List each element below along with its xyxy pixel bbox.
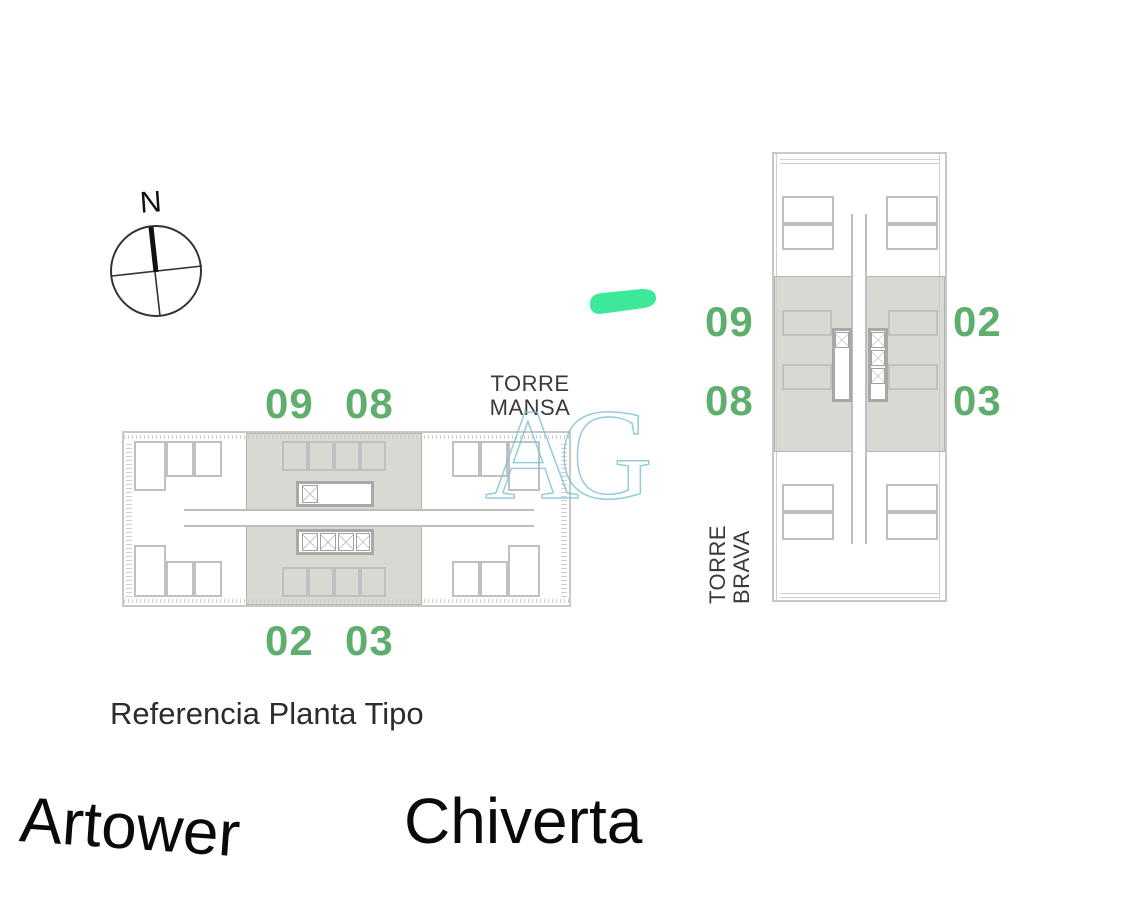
balcony-bottom <box>780 590 939 598</box>
elevator-icon <box>338 533 354 551</box>
room <box>360 441 386 471</box>
room <box>782 196 834 224</box>
room <box>360 567 386 597</box>
torre-brava-label-line1: TORRE <box>705 524 730 604</box>
elevator-icon <box>871 368 885 384</box>
room <box>308 567 334 597</box>
torre-mansa-label: TORRE MANSA <box>480 372 580 420</box>
elevator-icon <box>835 332 849 348</box>
room <box>308 441 334 471</box>
brand-chiverta: Chiverta <box>404 785 643 857</box>
room <box>508 441 540 491</box>
elevator-icon <box>302 533 318 551</box>
room <box>888 310 938 336</box>
brava-unit-02[interactable]: 02 <box>953 298 1002 345</box>
room <box>282 441 308 471</box>
elevator-icon <box>871 332 885 348</box>
balcony-top <box>780 156 939 164</box>
torre-brava-label-line2: BRAVA <box>729 530 754 604</box>
room <box>166 441 194 477</box>
torre-mansa-label-line2: MANSA <box>489 395 571 420</box>
torre-mansa-label-line1: TORRE <box>490 371 570 396</box>
room <box>782 224 834 250</box>
mansa-unit-09[interactable]: 09 <box>265 380 314 427</box>
room <box>886 196 938 224</box>
mansa-unit-08[interactable]: 08 <box>345 380 394 427</box>
room <box>782 310 832 336</box>
elevator-icon <box>302 485 318 503</box>
torre-mansa-floor-plan <box>122 431 571 607</box>
mansa-unit-03[interactable]: 03 <box>345 617 394 664</box>
room <box>452 441 480 477</box>
room <box>334 567 360 597</box>
room <box>480 441 508 477</box>
room <box>452 561 480 597</box>
balcony-right <box>561 441 567 597</box>
torre-brava-label: TORRE BRAVA <box>705 514 754 604</box>
room <box>282 567 308 597</box>
corridor <box>184 509 534 527</box>
room <box>194 441 222 477</box>
elevator-icon <box>356 533 370 551</box>
compass-north-label: N <box>138 185 163 220</box>
highlight-marker-icon <box>590 289 656 314</box>
room <box>886 484 938 512</box>
room <box>134 441 166 491</box>
room <box>334 441 360 471</box>
compass: N <box>108 185 208 321</box>
brava-unit-09[interactable]: 09 <box>705 298 754 345</box>
room <box>886 224 938 250</box>
room <box>782 512 834 540</box>
brava-unit-03[interactable]: 03 <box>953 377 1002 424</box>
corridor <box>851 214 867 544</box>
brava-unit-08[interactable]: 08 <box>705 377 754 424</box>
room <box>166 561 194 597</box>
elevator-icon <box>871 350 885 366</box>
room <box>194 561 222 597</box>
room <box>886 512 938 540</box>
compass-north-icon <box>110 225 203 317</box>
watermark-logo: AG <box>484 382 653 528</box>
room <box>508 545 540 597</box>
caption-planta-tipo: Referencia Planta Tipo <box>110 696 424 731</box>
mansa-unit-02[interactable]: 02 <box>265 617 314 664</box>
room <box>782 364 832 390</box>
torre-brava-floor-plan <box>772 152 947 602</box>
room <box>888 364 938 390</box>
brand-artower: Artower <box>17 783 243 871</box>
room <box>480 561 508 597</box>
room <box>782 484 834 512</box>
balcony-left <box>126 441 132 597</box>
elevator-icon <box>320 533 336 551</box>
room <box>134 545 166 597</box>
